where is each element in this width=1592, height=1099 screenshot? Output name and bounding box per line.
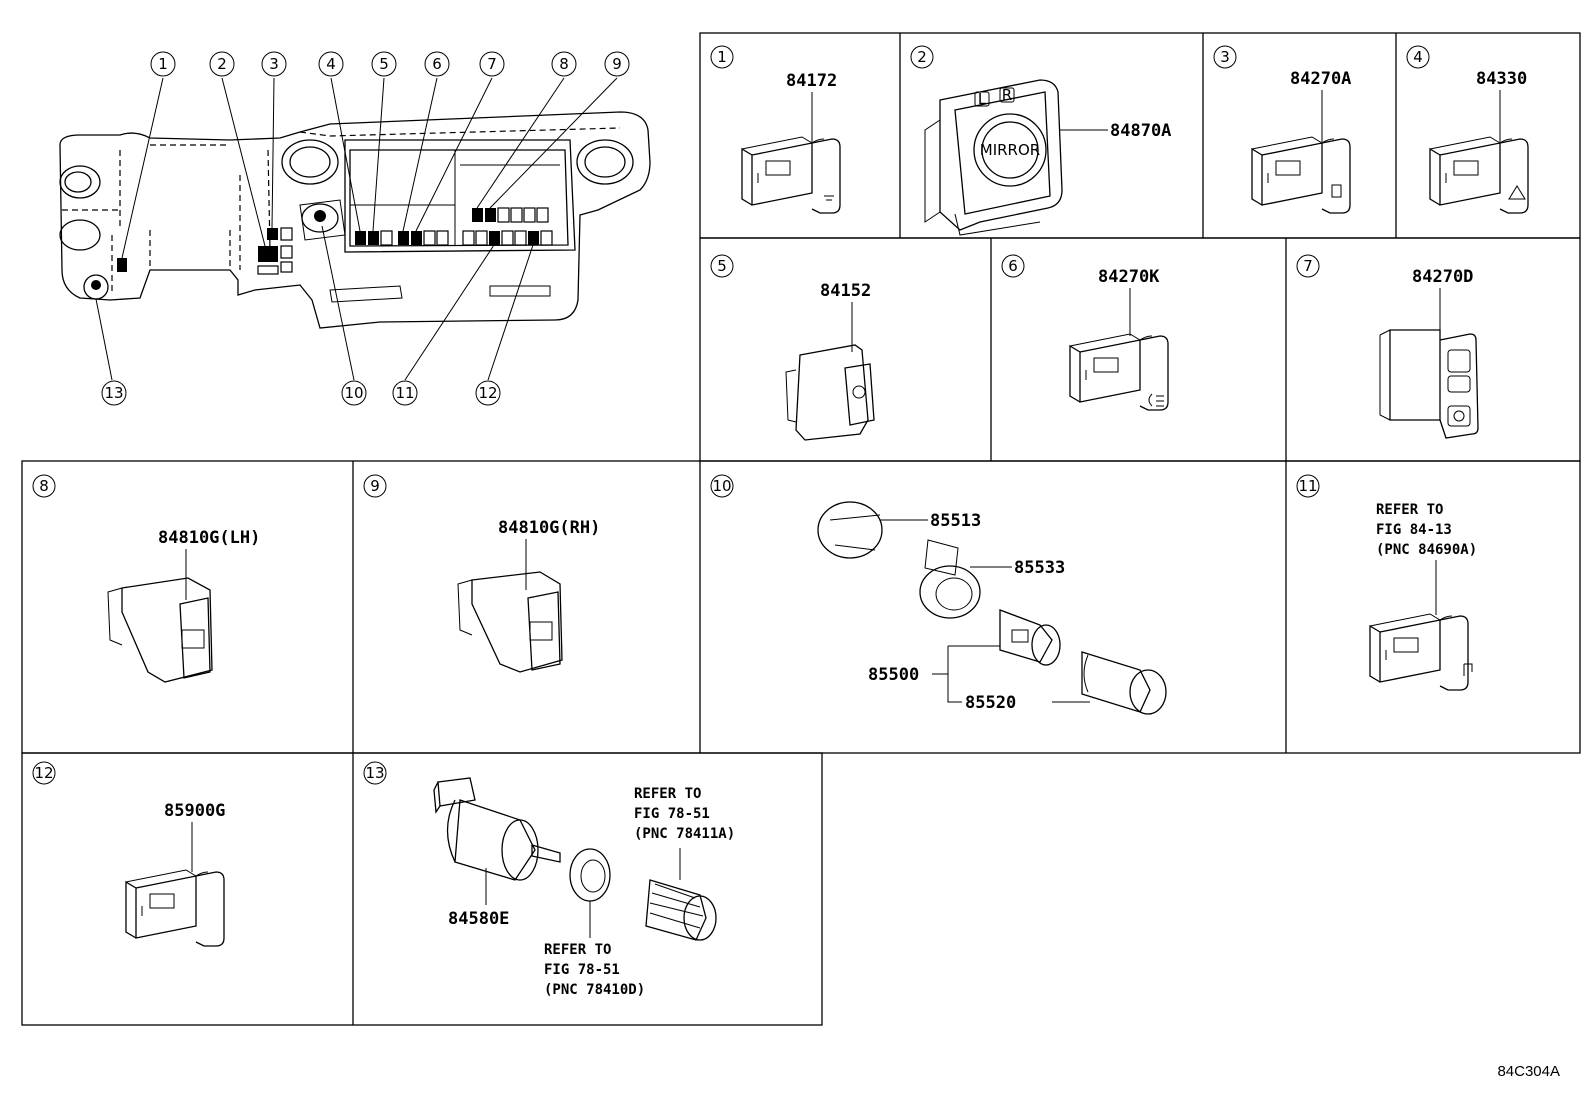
part-84580E-label: 84580E <box>448 909 509 929</box>
overview-callout-12: 12 <box>478 384 497 402</box>
mirror-switch-l-label: L <box>978 90 987 108</box>
panel-number-7: 7 <box>1303 257 1313 275</box>
panel-number-11: 11 <box>1298 477 1317 495</box>
panel-13-refer-b-line-1: REFER TO <box>544 942 611 958</box>
dashboard-overview <box>59 77 651 381</box>
panel-11: REFER TO FIG 84-13 (PNC 84690A) <box>1369 502 1477 691</box>
switch-85900G-icon <box>125 869 225 947</box>
panel-13-refer-a-line-2: FIG 78-51 <box>634 806 710 822</box>
panel-13-refer-b-line-3: (PNC 78410D) <box>544 982 645 998</box>
part-85500-label: 85500 <box>868 665 919 685</box>
diagram-code: 84C304A <box>1497 1063 1560 1080</box>
panel-9: 84810G(RH) <box>457 518 600 673</box>
panel-number-2: 2 <box>917 48 927 66</box>
panel-5: 84152 <box>785 281 875 441</box>
overview-callout-11: 11 <box>395 384 414 402</box>
panel-2: L R MIRROR 84870A <box>924 79 1171 236</box>
part-84270A-label: 84270A <box>1290 69 1351 89</box>
panel-11-refer-line-2: FIG 84-13 <box>1376 522 1452 538</box>
part-84152-label: 84152 <box>820 281 871 301</box>
part-85900G-label: 85900G <box>164 801 225 821</box>
panel-number-10: 10 <box>712 477 731 495</box>
panel-7: 84270D <box>1379 267 1479 439</box>
overview-callout-3: 3 <box>269 55 279 73</box>
panel-number-13: 13 <box>365 764 384 782</box>
mirror-switch-r-label: R <box>1002 86 1012 104</box>
overview-callout-1: 1 <box>158 55 168 73</box>
panel-13-refer-b-line-2: FIG 78-51 <box>544 962 620 978</box>
panel-number-5: 5 <box>717 257 727 275</box>
overview-callout-13: 13 <box>104 384 123 402</box>
part-85520-label: 85520 <box>965 693 1016 713</box>
part-85513-label: 85513 <box>930 511 981 531</box>
panel-grid <box>21 32 1581 1026</box>
panel-number-12: 12 <box>34 764 53 782</box>
panel-number-4: 4 <box>1413 48 1423 66</box>
part-84172-label: 84172 <box>786 71 837 91</box>
panel-10: 85513 85533 85500 85520 <box>817 501 1167 715</box>
panel-8: 84810G(LH) <box>107 528 260 683</box>
panel-13-refer-a-line-3: (PNC 78411A) <box>634 826 735 842</box>
part-84810G-RH-label: 84810G(RH) <box>498 518 600 538</box>
panel-3: 84270A <box>1251 69 1351 214</box>
overview-callout-4: 4 <box>326 55 336 73</box>
switch-84172-icon <box>741 136 841 214</box>
panel-number-8: 8 <box>39 477 49 495</box>
overview-callout-6: 6 <box>432 55 442 73</box>
overview-callout-10: 10 <box>344 384 363 402</box>
panel-1: 84172 <box>741 71 841 214</box>
part-84330-label: 84330 <box>1476 69 1527 89</box>
part-85533-label: 85533 <box>1014 558 1065 578</box>
part-84270K-label: 84270K <box>1098 267 1160 287</box>
overview-callout-2: 2 <box>217 55 227 73</box>
switch-84690A-icon <box>1369 613 1469 691</box>
panel-11-refer-line-3: (PNC 84690A) <box>1376 542 1477 558</box>
switch-84270A-icon <box>1251 136 1351 214</box>
panel-numbers: 1 2 3 4 5 6 7 8 9 10 11 12 13 <box>32 45 1430 785</box>
switch-84330-icon <box>1429 136 1529 214</box>
overview-callout-7: 7 <box>487 55 497 73</box>
panel-13-refer-a-line-1: REFER TO <box>634 786 701 802</box>
overview-callout-8: 8 <box>559 55 569 73</box>
panel-13: 84580E REFER TO FIG 78-51 (PNC 78411A) R… <box>433 777 735 998</box>
part-84810G-LH-label: 84810G(LH) <box>158 528 260 548</box>
overview-callout-9: 9 <box>612 55 622 73</box>
panel-number-6: 6 <box>1008 257 1018 275</box>
part-84870A-label: 84870A <box>1110 121 1171 141</box>
panel-number-9: 9 <box>370 477 380 495</box>
part-84270D-label: 84270D <box>1412 267 1473 287</box>
panel-number-3: 3 <box>1220 48 1230 66</box>
mirror-switch-text: MIRROR <box>980 141 1040 159</box>
overview-callouts: 1 2 3 4 5 6 7 8 9 10 11 12 13 <box>101 51 630 406</box>
switch-84270K-icon <box>1069 333 1169 411</box>
panel-6: 84270K <box>1069 267 1169 411</box>
panel-number-1: 1 <box>717 48 727 66</box>
panel-4: 84330 <box>1429 69 1529 214</box>
panel-12: 85900G <box>125 801 225 947</box>
panel-11-refer-line-1: REFER TO <box>1376 502 1443 518</box>
overview-callout-5: 5 <box>379 55 389 73</box>
